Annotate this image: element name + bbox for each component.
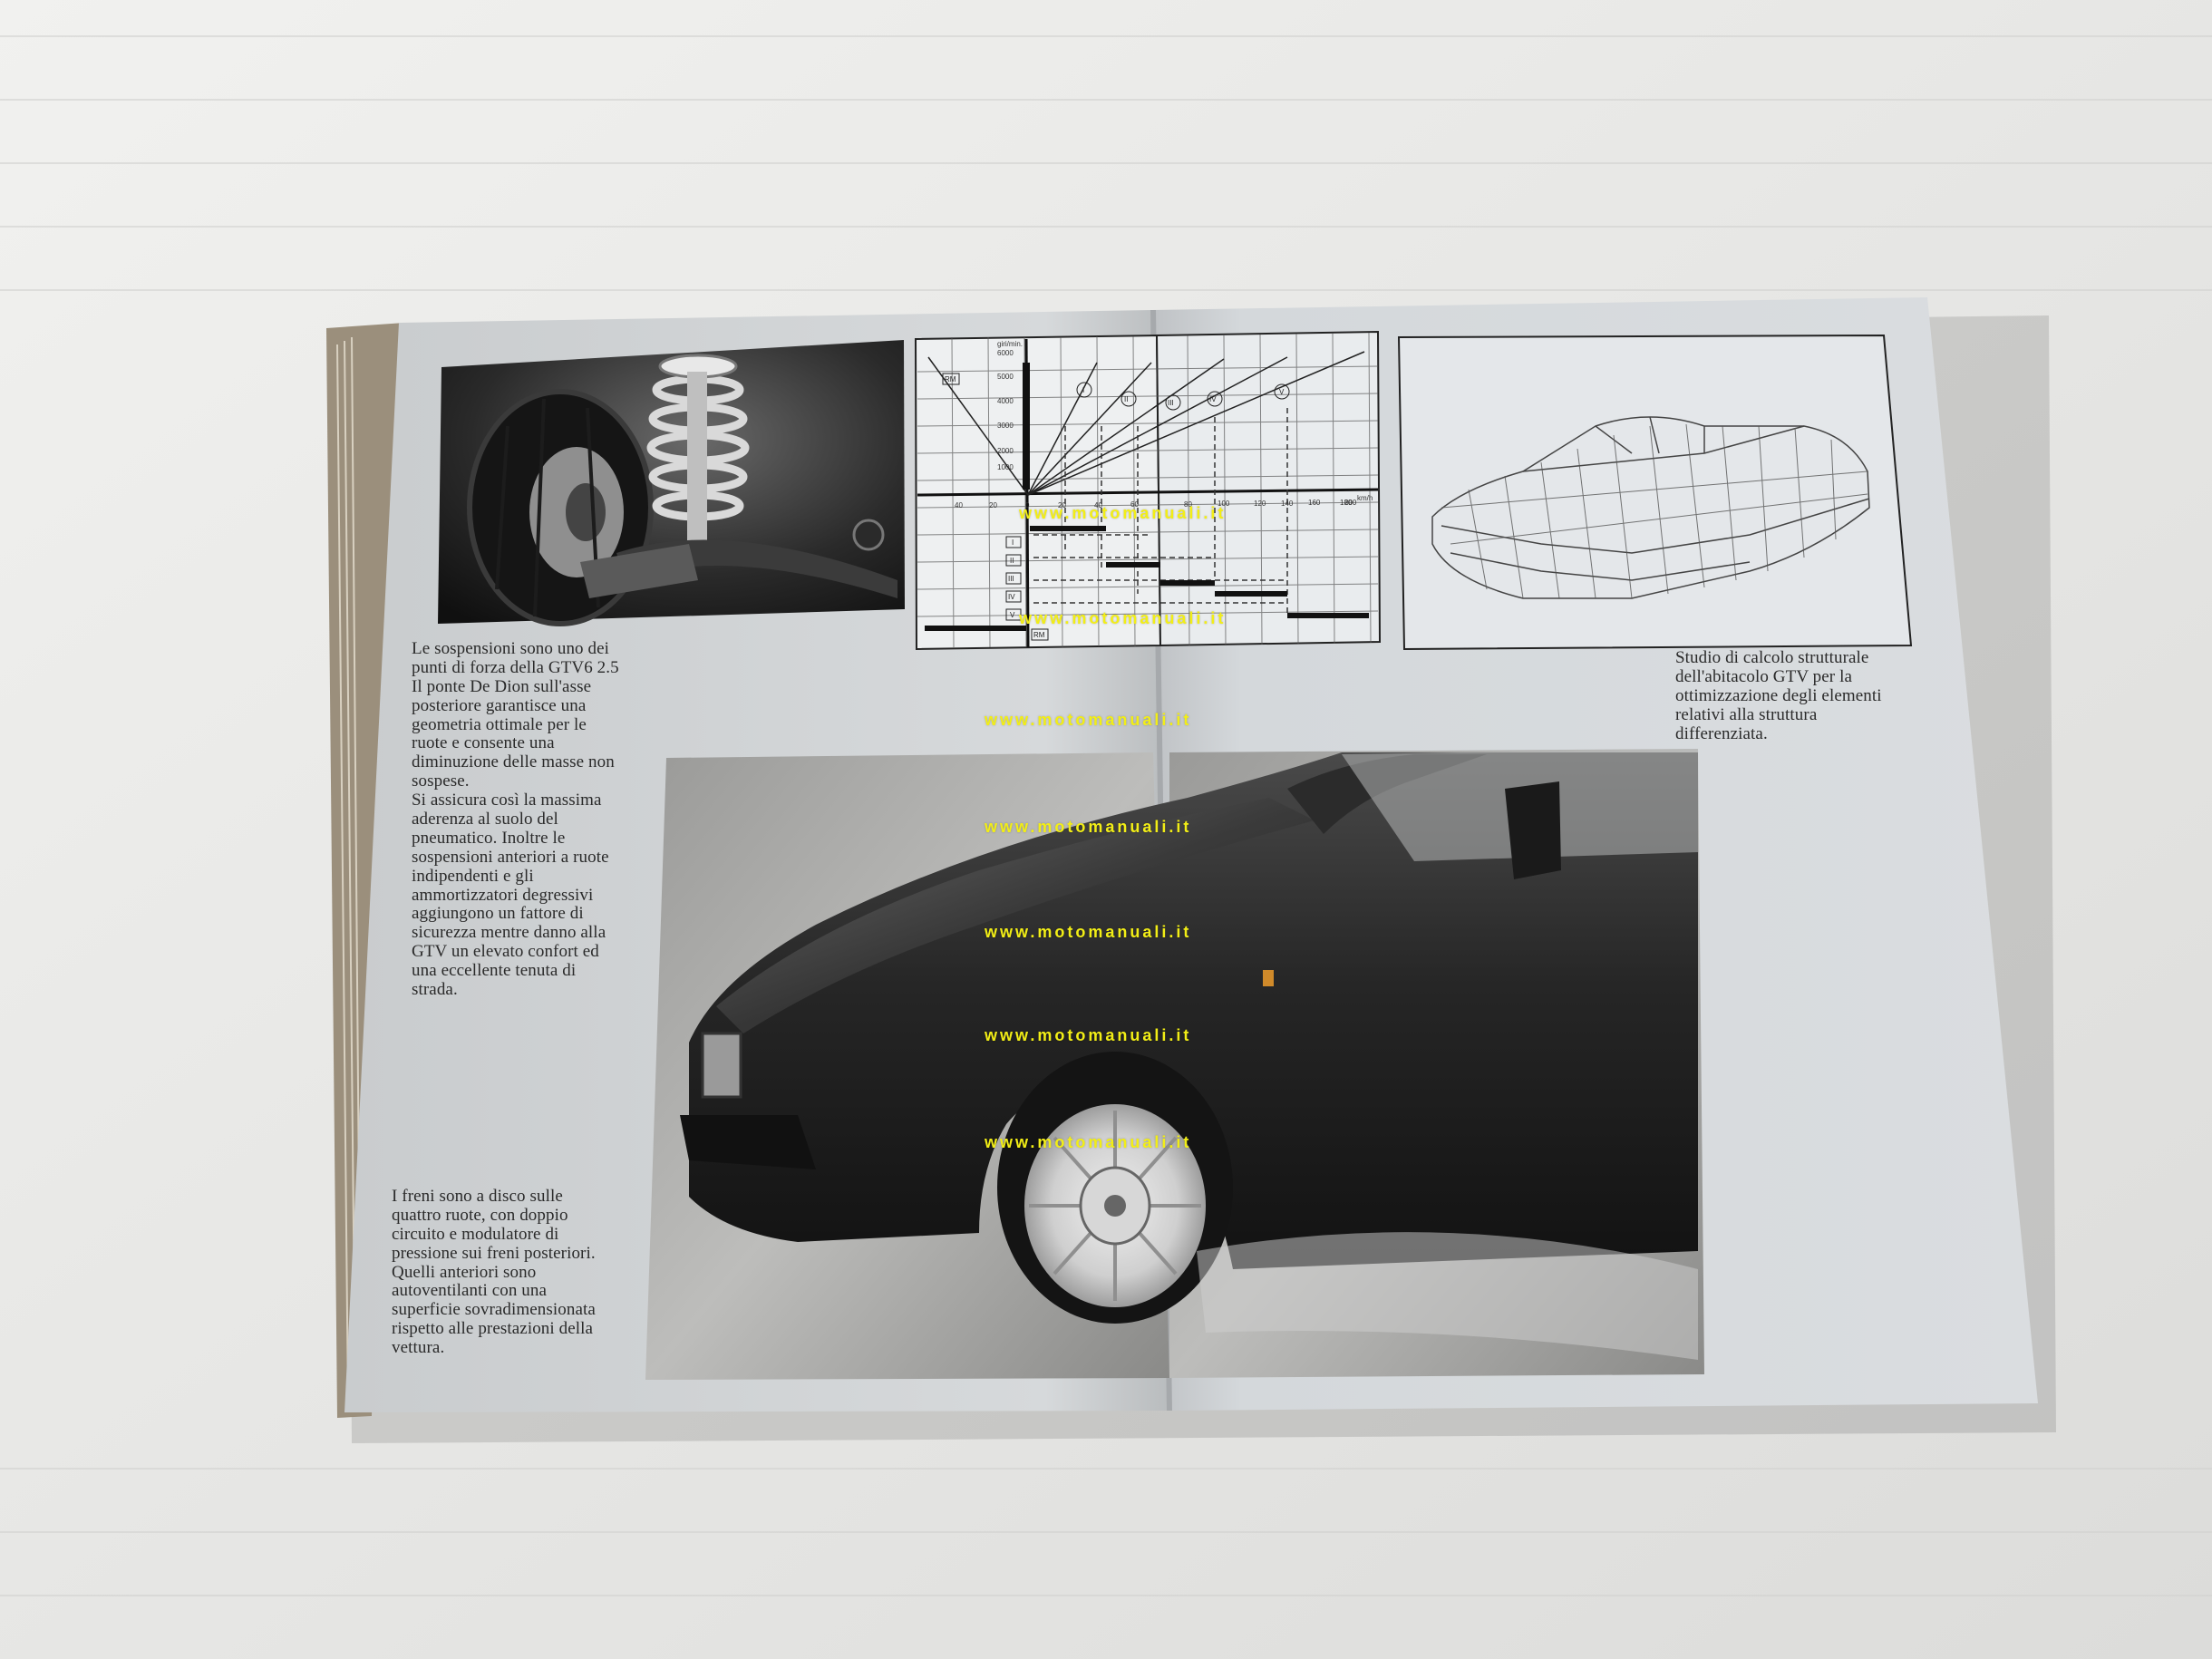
bumper bbox=[680, 1115, 816, 1169]
speed-ticks: 40 20 0 20 40 60 80 100 120 140 160 180 … bbox=[955, 499, 1357, 509]
speed-tick: 120 bbox=[1254, 500, 1266, 508]
gear-bars bbox=[925, 526, 1369, 631]
lower-gear-label: I bbox=[1012, 538, 1014, 547]
speed-tick: 140 bbox=[1281, 500, 1294, 508]
speed-tick: 80 bbox=[1184, 500, 1192, 509]
speed-tick: 200 bbox=[1344, 499, 1357, 507]
lower-gear-label: IV bbox=[1008, 593, 1015, 601]
motion-blur bbox=[1197, 1232, 1698, 1360]
gear-label: III bbox=[1168, 399, 1174, 407]
side-marker bbox=[1263, 970, 1274, 986]
gear-label: V bbox=[1279, 388, 1285, 396]
watermark: www.motomanuali.it bbox=[985, 923, 1192, 941]
rpm-tick: 1000 bbox=[997, 463, 1014, 471]
gear-diagram: giri/min. 6000 5000 4000 3000 2000 1000 … bbox=[914, 330, 1382, 651]
wireframe-car bbox=[1431, 416, 1870, 599]
gear-lines bbox=[927, 351, 1365, 496]
mirror bbox=[1505, 781, 1561, 879]
car-body bbox=[689, 752, 1698, 1269]
hood bbox=[716, 798, 1315, 1033]
rpm-tick: 6000 bbox=[997, 349, 1014, 357]
corrugation-lines bbox=[0, 35, 2212, 1596]
watermark: www.motomanuali.it bbox=[985, 1026, 1192, 1044]
lower-gear-label: RM bbox=[1033, 631, 1045, 639]
rpm-tick: 4000 bbox=[997, 397, 1014, 405]
speed-tick: 160 bbox=[1308, 499, 1321, 507]
lower-gear-label: V bbox=[1010, 611, 1015, 619]
speed-tick: 0 bbox=[1025, 501, 1030, 509]
rpm-tick: 2000 bbox=[997, 447, 1014, 455]
lower-gear-label: II bbox=[1010, 557, 1014, 565]
gear-dashed-lines bbox=[1033, 408, 1288, 616]
headlight-grille bbox=[701, 1032, 742, 1099]
watermark: www.motomanuali.it bbox=[985, 818, 1192, 836]
rpm-tick: 3000 bbox=[997, 422, 1014, 430]
gear-label: IV bbox=[1209, 395, 1217, 403]
speed-unit: km/h bbox=[1357, 494, 1373, 502]
watermark: www.motomanuali.it bbox=[1019, 504, 1227, 522]
speed-tick: 100 bbox=[1218, 500, 1230, 508]
rpm-ticks: 6000 5000 4000 3000 2000 1000 bbox=[997, 349, 1014, 471]
gear-label: RM bbox=[945, 375, 956, 383]
lower-gear-label: III bbox=[1008, 575, 1014, 583]
speed-tick: 60 bbox=[1130, 500, 1139, 509]
gear-label: I bbox=[1082, 386, 1084, 394]
car-photo bbox=[645, 749, 1704, 1380]
speed-tick: 20 bbox=[989, 501, 997, 509]
wireframe-mesh bbox=[1441, 423, 1868, 599]
speed-tick: 20 bbox=[1058, 501, 1066, 509]
gear-label: II bbox=[1124, 395, 1128, 403]
suspension-photo bbox=[438, 340, 905, 626]
watermark: www.motomanuali.it bbox=[985, 1133, 1192, 1151]
suspension-caption: Le sospensioni sono uno dei punti di for… bbox=[412, 639, 619, 1000]
brakes-caption: I freni sono a disco sulle quattro ruote… bbox=[392, 1187, 596, 1358]
watermark: www.motomanuali.it bbox=[985, 711, 1192, 729]
rpm-tick: 5000 bbox=[997, 373, 1014, 381]
wireframe-panel bbox=[1397, 334, 1913, 651]
lower-gear-markers: I II III IV V RM bbox=[1005, 536, 1049, 641]
rpm-unit: giri/min. bbox=[997, 340, 1023, 348]
watermark: www.motomanuali.it bbox=[1019, 609, 1227, 627]
speed-tick: 40 bbox=[1094, 501, 1102, 509]
speed-tick: 40 bbox=[955, 501, 963, 509]
speed-tick: 180 bbox=[1340, 499, 1353, 507]
structure-caption: Studio di calcolo strutturale dell'abita… bbox=[1675, 648, 1882, 743]
gear-markers: RM I II III IV V bbox=[942, 373, 1290, 411]
